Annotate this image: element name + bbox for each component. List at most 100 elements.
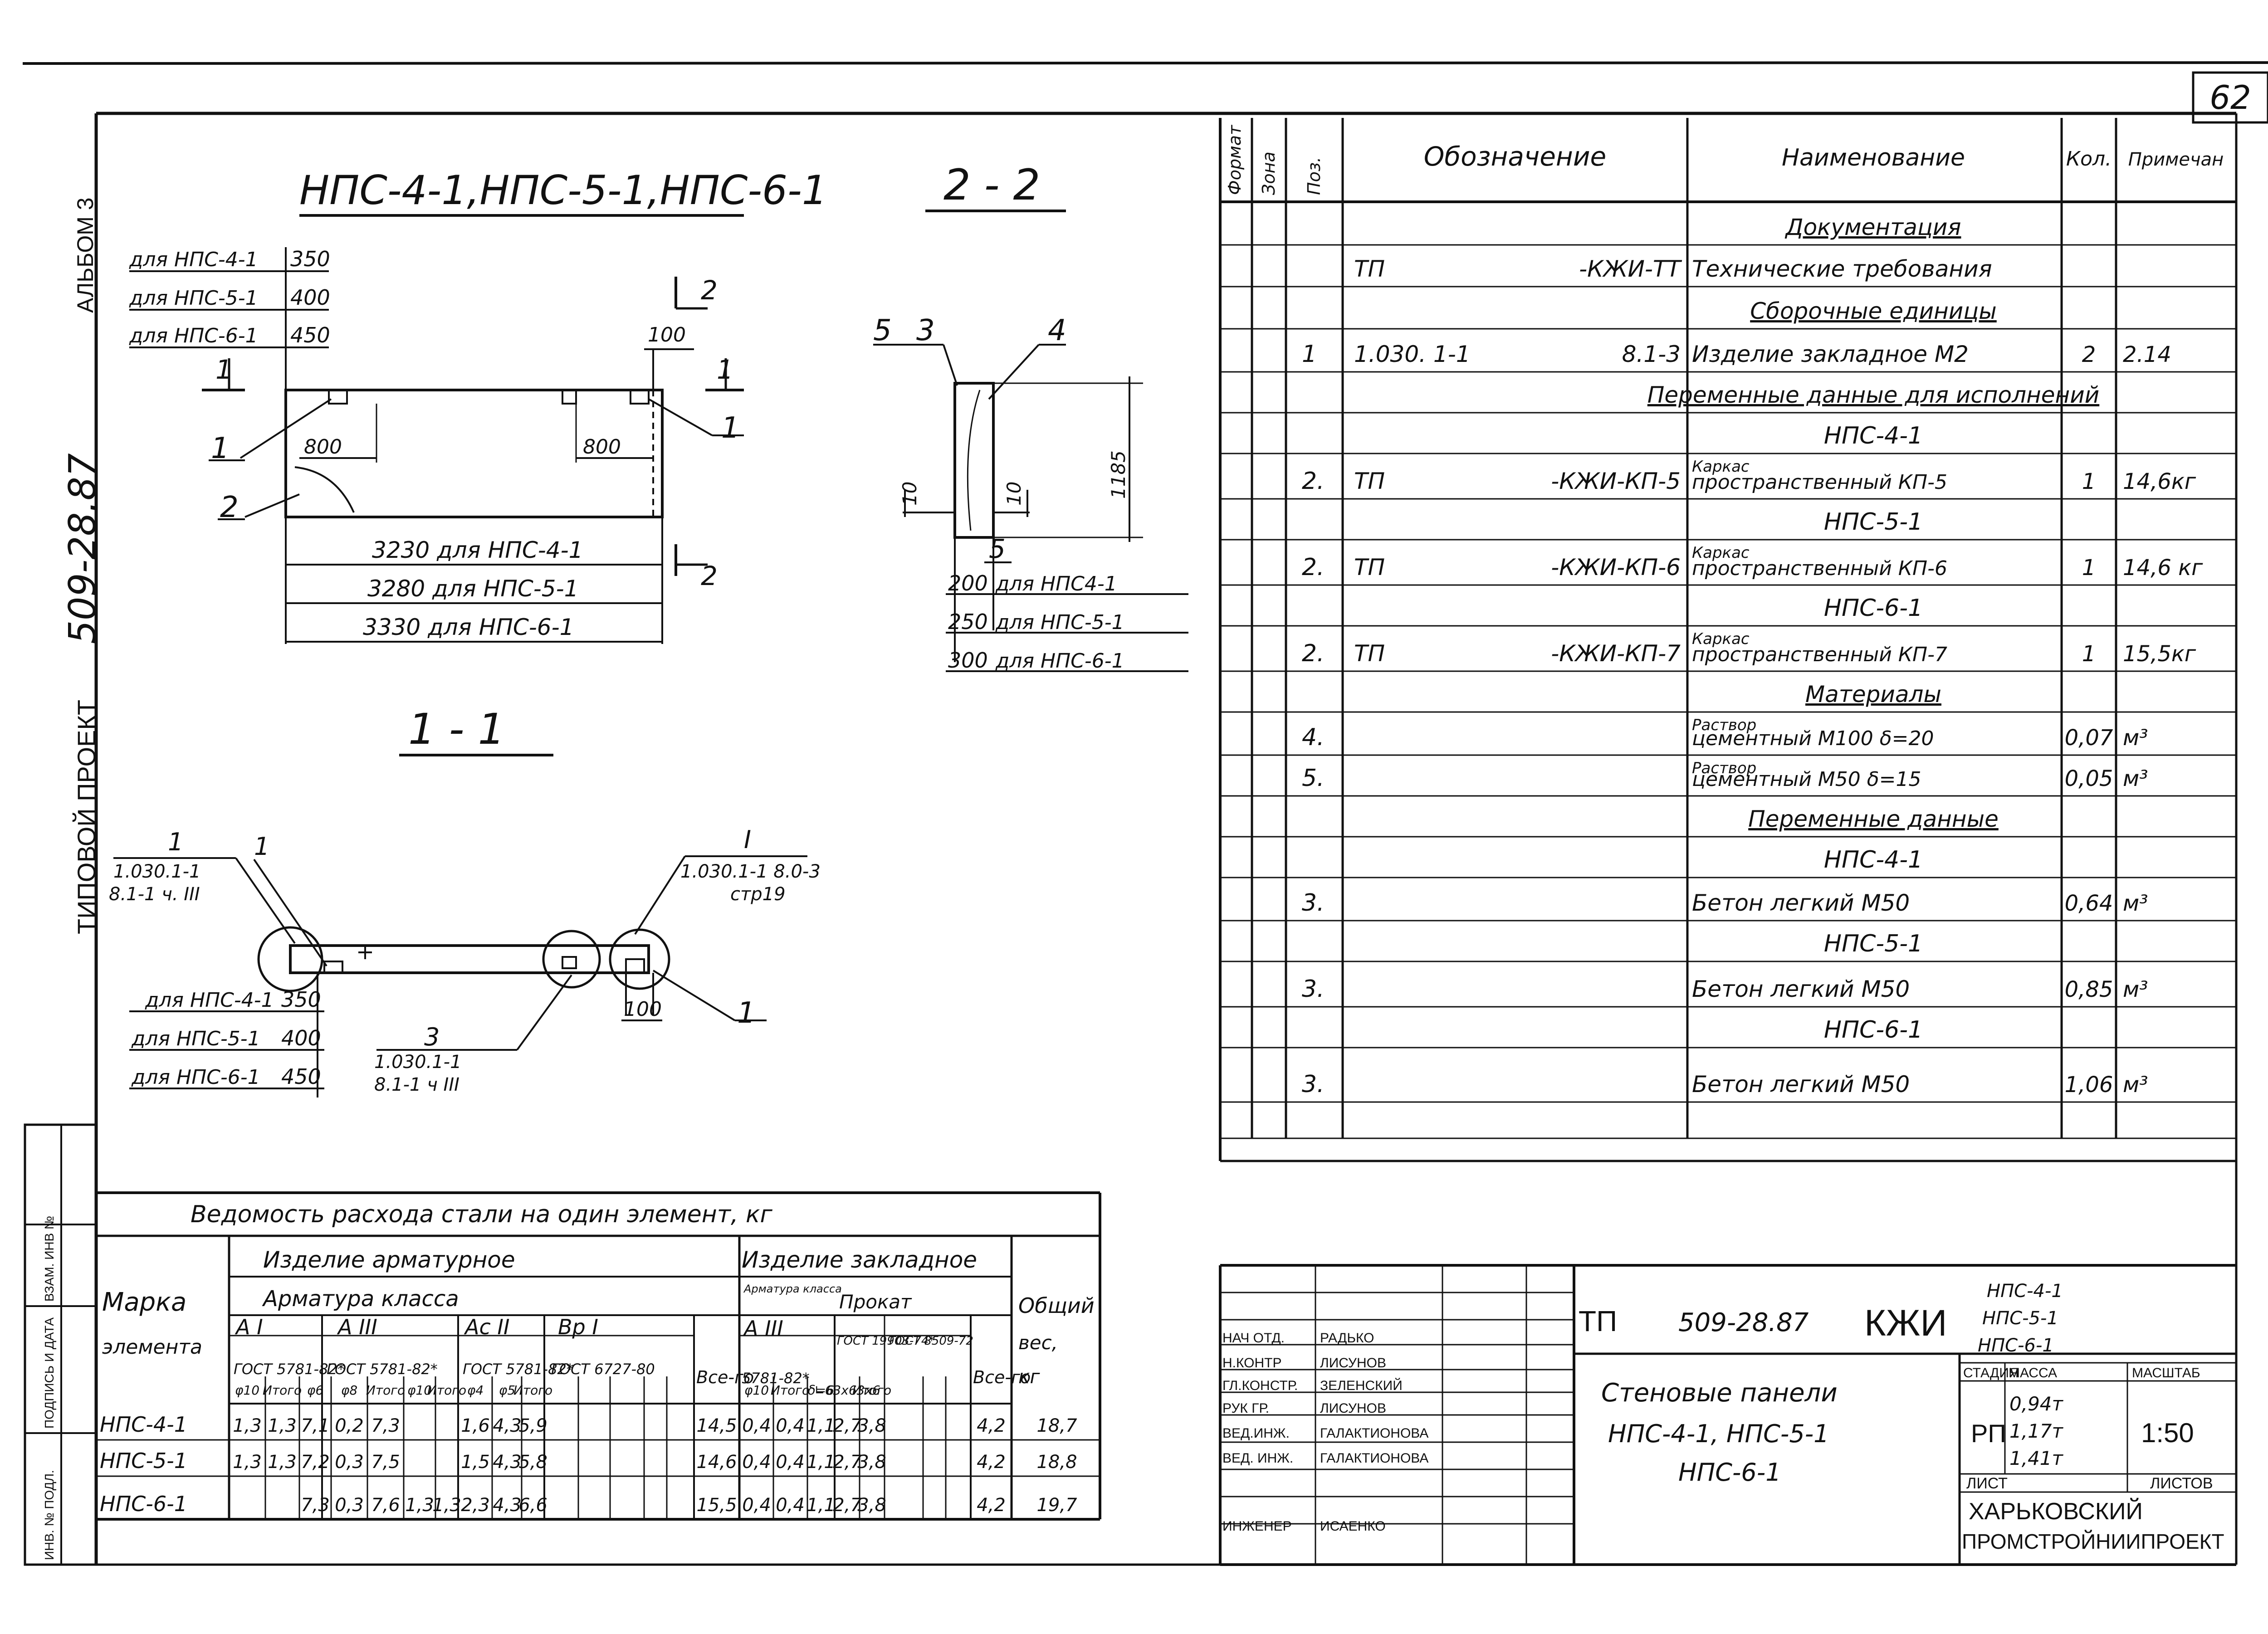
s22-left-dim: 10 (899, 482, 921, 506)
sub-header: δ=6 (808, 1383, 834, 1398)
item-designation-b: -КЖИ-ТТ (1579, 256, 1682, 282)
row-cell: 4,2 (977, 1415, 1006, 1436)
drawing-title-2: НПС-4-1, НПС-5-1 (1608, 1419, 1829, 1448)
row-cell: 4,3 (493, 1495, 522, 1516)
variant-heading: НПС-6-1 (1824, 595, 1923, 622)
cut-marker-2: 2 2 (675, 275, 718, 591)
gost-label: ГОСТ 5781-82* (327, 1361, 438, 1378)
row-cell: 15,5 (696, 1495, 737, 1516)
s22-callout-5: 5 (873, 314, 892, 347)
section-heading: Переменные данные (1748, 806, 1999, 832)
item-name-top: Раствор (1692, 759, 1756, 777)
plan-height-val-1: 350 (290, 247, 330, 271)
row-cell: 3,8 (857, 1415, 886, 1436)
sub-header: Итого (366, 1383, 405, 1398)
staff-role: ГЛ.КОНСТР. (1222, 1378, 1298, 1393)
sub-header: ∟63x63x6 (814, 1383, 880, 1398)
class-label: А I (235, 1315, 263, 1339)
s22-width-val-2: 250 (948, 610, 988, 634)
sub-header: Итого (513, 1383, 552, 1398)
gost-label: ГОСТ 6727-80 (551, 1361, 655, 1378)
row-cell: 14,5 (696, 1415, 737, 1436)
row-cell: 4,3 (493, 1452, 522, 1473)
item-note: м³ (2123, 1072, 2148, 1097)
s22-height-dim: 1185 (1107, 450, 1129, 499)
row-cell: 1,1 (807, 1495, 836, 1516)
item-name: пространственный КП-7 (1692, 643, 1947, 666)
item-name-top: Каркас (1692, 544, 1750, 562)
detail-circle-mid (542, 930, 601, 989)
s11-callout-last: 1 (737, 996, 756, 1030)
plan-callout-1-right: 1 (721, 411, 740, 445)
staff-role: РУК ГР. (1222, 1401, 1269, 1416)
s11-callout-mid-num: 1 (254, 832, 269, 861)
org-name-2: ПРОМСТРОЙНИИПРОЕКТ (1962, 1530, 2224, 1553)
row-cell: 14,6 (696, 1452, 737, 1473)
item-designation-a: 1.030. 1-1 (1354, 341, 1471, 367)
s11-bottom-ref2: 8.1-1 ч III (374, 1074, 459, 1095)
variant-heading: НПС-4-1 (1824, 422, 1923, 449)
sheet-label: ЛИСТ (1966, 1475, 2008, 1492)
row-mark: НПС-5-1 (100, 1449, 187, 1473)
row-cell: 5,8 (518, 1452, 547, 1473)
mass-value: 0,94т (2009, 1393, 2064, 1415)
row-cell: 5,9 (518, 1415, 547, 1436)
section-heading: Материалы (1805, 681, 1941, 707)
item-qty: 0,07 (2065, 725, 2113, 751)
item-note: 15,5кг (2123, 641, 2196, 667)
header-qty: Кол. (2066, 147, 2112, 171)
sub-header: φ10 (407, 1383, 432, 1398)
item-pos: 2. (1302, 554, 1325, 581)
plan-view: НПС-4-1,НПС-5-1,НПС-6-1 для НПС-4-1 для … (129, 167, 827, 644)
row-cell: 0,4 (776, 1495, 805, 1516)
row-cell: 1,3 (268, 1415, 297, 1436)
s22-mid-dim: 10 (1003, 482, 1025, 506)
s11-bottom-num: 3 (424, 1023, 440, 1051)
plan-height-label-2: для НПС-5-1 (129, 287, 258, 310)
row-cell: 18,7 (1036, 1415, 1077, 1436)
prokat-gost-2: ГОСТ 8509-72 (889, 1334, 973, 1348)
s22-width-label-2: для НПС-5-1 (995, 611, 1124, 634)
s22-callout-3: 3 (916, 314, 935, 347)
item-qty: 1 (2082, 641, 2096, 667)
total-header-2: вес, (1018, 1332, 1058, 1354)
s22-width-val-3: 300 (948, 648, 988, 673)
row-cell: 0,4 (776, 1415, 805, 1436)
item-name: цементный М50 δ=15 (1692, 768, 1921, 791)
class-label: Ас II (464, 1315, 510, 1339)
sub-header: Итого (263, 1383, 302, 1398)
sheet-number-box: 62 (2192, 71, 2268, 124)
stamp-sign-label: ПОДПИСЬ И ДАТА (42, 1317, 56, 1429)
row-cell: 7,3 (301, 1495, 330, 1516)
item-pos: 4. (1302, 724, 1325, 751)
row-cell: 3,8 (857, 1495, 886, 1516)
total-arm-header: Все-го (696, 1367, 754, 1387)
row-cell: 18,8 (1036, 1452, 1077, 1473)
s11-left-ref: 1.030.1-1 (113, 861, 201, 882)
row-cell: 0,3 (335, 1452, 364, 1473)
row-cell: 7,2 (301, 1452, 330, 1473)
item-designation-a: ТП (1354, 554, 1385, 580)
embedded-arm-class: Арматура класса (743, 1283, 842, 1295)
item-qty: 2 (2082, 342, 2096, 367)
section-11-title: 1 - 1 (408, 705, 505, 754)
staff-role: Н.КОНТР (1222, 1356, 1281, 1371)
s11-left-ref2: 8.1-1 ч. III (109, 884, 200, 905)
variant-heading: НПС-5-1 (1824, 508, 1923, 536)
row-cell: 1,3 (432, 1495, 461, 1516)
item-qty: 1 (2082, 469, 2096, 494)
title-mark-item: НПС-5-1 (1982, 1308, 2058, 1329)
stage-header: СТАДИЯ (1963, 1366, 2019, 1380)
item-qty: 0,05 (2065, 766, 2113, 791)
title-mark-item: НПС-6-1 (1978, 1335, 2054, 1356)
group-embedded: Изделие закладное (742, 1247, 977, 1273)
mark-header-2: элемента (102, 1336, 202, 1359)
row-cell: 0,3 (335, 1495, 364, 1516)
row-cell: 2,7 (833, 1415, 862, 1436)
item-name-top: Раствор (1692, 716, 1756, 734)
s22-callout-5b: 5 (989, 533, 1006, 564)
drawing-title-3: НПС-6-1 (1678, 1458, 1781, 1487)
staff-name: ЗЕЛЕНСКИЙ (1320, 1378, 1403, 1393)
plan-height-val-2: 400 (290, 285, 330, 310)
